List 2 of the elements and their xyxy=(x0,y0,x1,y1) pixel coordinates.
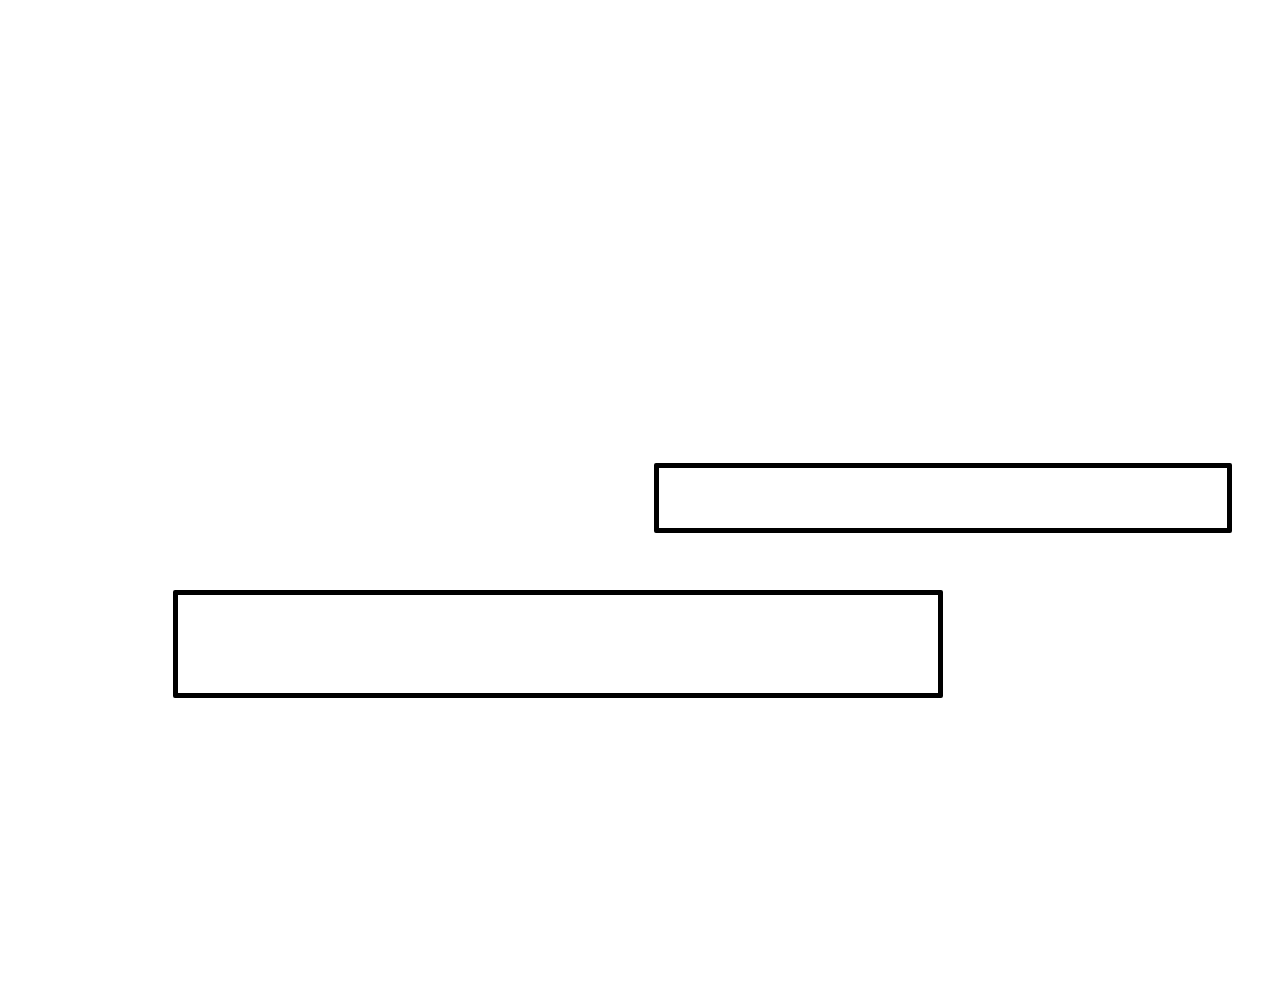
empty-box xyxy=(173,590,943,698)
empty-box xyxy=(654,463,1232,533)
